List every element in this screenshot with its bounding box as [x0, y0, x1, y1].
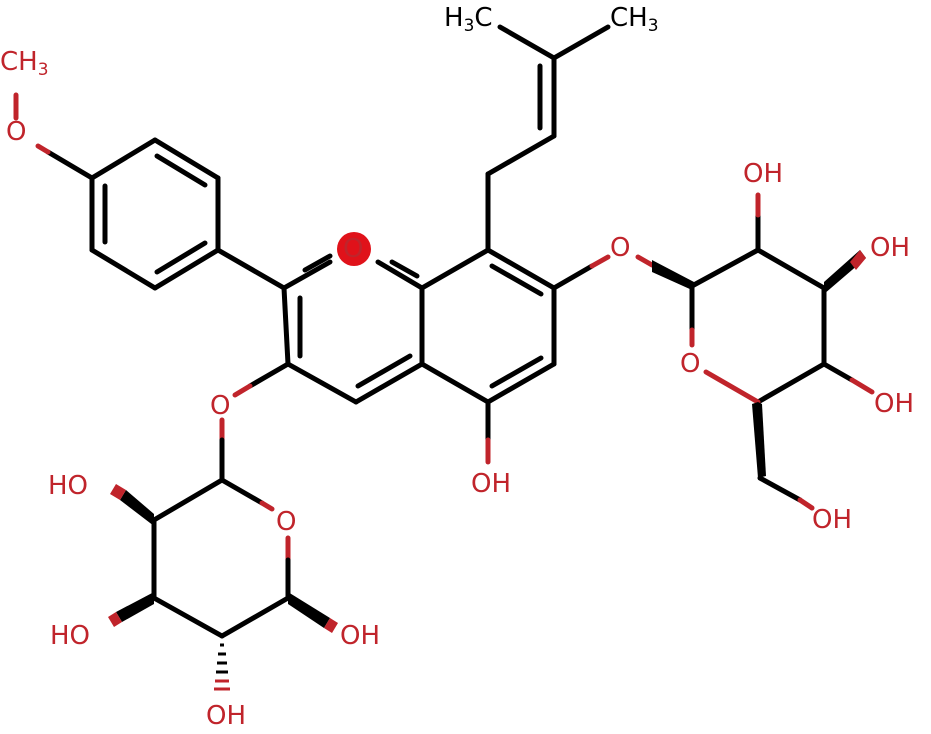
- right-sugar-ch2oh-label: OH: [812, 505, 852, 535]
- right-sugar-oh-lower-label: OH: [874, 389, 914, 419]
- methoxy-oxygen-label: O: [6, 117, 26, 147]
- right-sugar-ring-oxygen-label: O: [680, 349, 700, 379]
- left-sugar-oh-right-label: OH: [340, 621, 380, 651]
- left-sugar-ho-upper-label: HO: [48, 471, 88, 501]
- left-sugar-ho-lower-label: HO: [50, 621, 90, 651]
- ring-oxygen-label: O: [343, 234, 363, 264]
- c5-hydroxyl-label: OH: [471, 469, 511, 499]
- left-sugar-ring-oxygen-label: O: [276, 507, 296, 537]
- methoxyphenyl-group: [13, 92, 221, 291]
- glycoside-linkage-right: [551, 254, 694, 291]
- glycoside-oxygen-right-label: O: [610, 233, 630, 263]
- right-methyl-label: CH3: [610, 3, 659, 36]
- left-sugar-oh-bottom-label: OH: [206, 701, 246, 731]
- oxonium-charge-highlight: [337, 232, 371, 266]
- left-methyl-label: H3C: [444, 3, 493, 36]
- sugar-ring-right: [689, 192, 875, 511]
- glycoside-oxygen-left-label: O: [210, 391, 230, 421]
- sugar-ring-left: [108, 477, 338, 691]
- methoxy-ch3-label: CH3: [0, 47, 49, 80]
- glycoside-linkage-left: [219, 361, 291, 483]
- prenyl-chain: [485, 24, 611, 253]
- right-sugar-oh-upper-label: OH: [870, 233, 910, 263]
- chromenylium-core: [215, 247, 557, 465]
- right-sugar-oh-top-label: OH: [743, 159, 783, 189]
